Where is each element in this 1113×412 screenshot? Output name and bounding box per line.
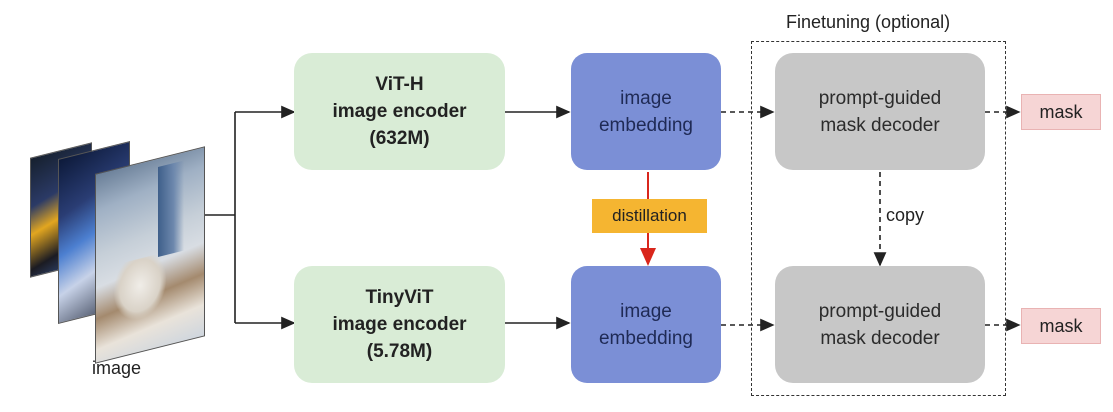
top-encoder-params: (632M) [369,128,430,149]
top-embedding-line2: embedding [598,114,694,136]
bottom-image-encoder: TinyViT image encoder (5.78M) [294,266,505,383]
copy-label: copy [886,205,925,225]
bottom-mask-output: mask [1021,308,1101,344]
top-embedding-line1: image [620,87,672,109]
bottom-image-embedding: image embedding [571,266,721,383]
bottom-encoder-params: (5.78M) [366,341,433,362]
finetuning-label: Finetuning (optional) [786,12,951,32]
finetuning-region [751,41,1006,396]
top-encoder-type: image encoder [332,101,467,122]
bottom-mask-decoder: prompt-guided mask decoder [775,266,985,383]
top-image-encoder: ViT-H image encoder (632M) [294,53,505,170]
top-encoder-name: ViT-H [375,74,424,95]
top-mask-output: mask [1021,94,1101,130]
bottom-encoder-name: TinyViT [365,287,434,308]
photo-detail [158,160,184,258]
top-decoder-line1: prompt-guided [818,87,942,109]
distillation-badge: distillation [592,199,707,233]
top-decoder-line2: mask decoder [820,114,940,136]
photo-detail [114,252,166,325]
input-split-line [205,112,236,323]
top-mask-decoder: prompt-guided mask decoder [775,53,985,170]
top-image-embedding: image embedding [571,53,721,170]
input-label: image [92,358,142,378]
bottom-decoder-line2: mask decoder [820,327,940,349]
bottom-embedding-line2: embedding [598,327,694,349]
bottom-embedding-line1: image [620,300,672,322]
bottom-encoder-type: image encoder [332,314,467,335]
bottom-decoder-line1: prompt-guided [818,300,942,322]
input-photo [95,146,205,364]
